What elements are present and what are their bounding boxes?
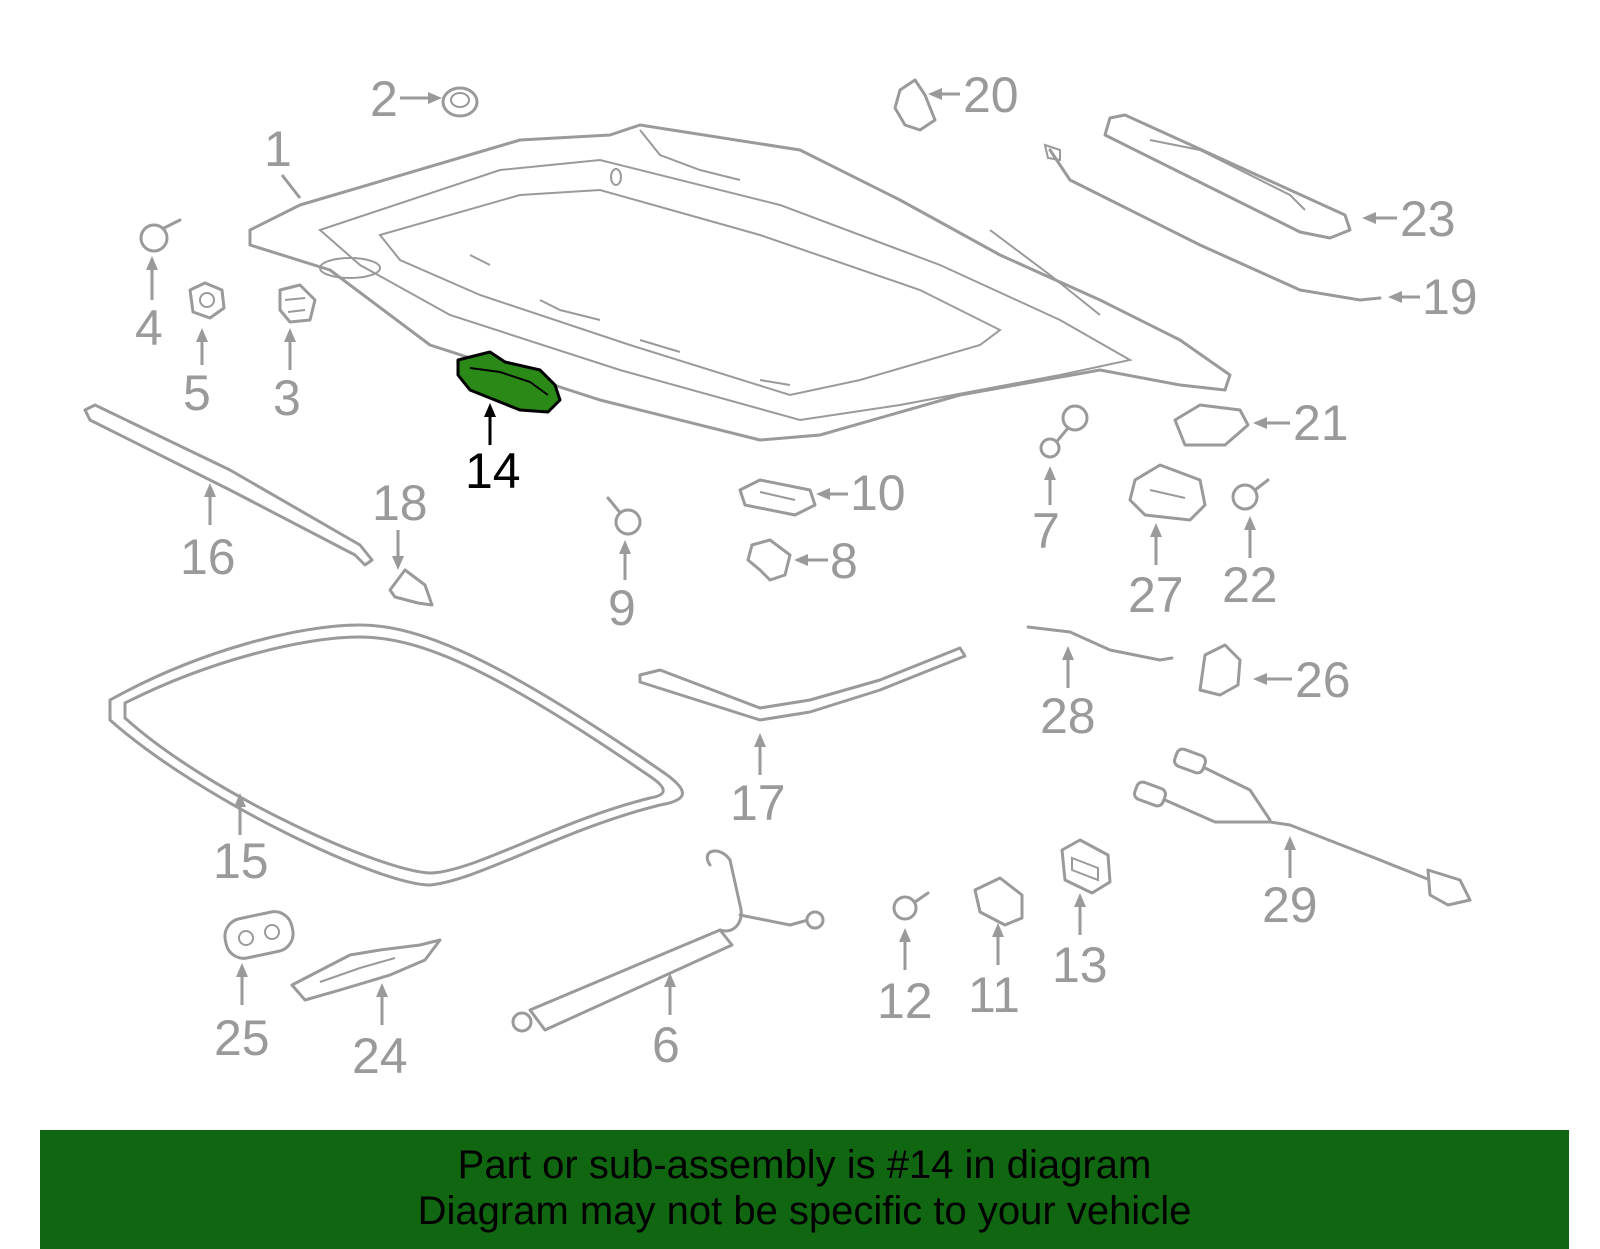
part-24-trim[interactable]: [290, 938, 442, 1002]
leader-1: [280, 174, 302, 199]
arrowhead-26: [1253, 673, 1267, 685]
callout-7: 7: [1032, 503, 1060, 559]
callout-10: 10: [850, 465, 906, 521]
callout-28: 28: [1040, 688, 1096, 744]
callout-1: 1: [264, 121, 292, 177]
part-29-harness[interactable]: [1133, 747, 1472, 907]
part-3-clip[interactable]: [278, 283, 317, 324]
callout-3: 3: [273, 370, 301, 426]
callout-16: 16: [180, 529, 236, 585]
callout-22: 22: [1222, 557, 1278, 613]
callout-29: 29: [1262, 877, 1318, 933]
part-23-spoiler[interactable]: [1103, 113, 1352, 240]
callout-2: 2: [370, 71, 398, 127]
callout-11: 11: [968, 967, 1020, 1023]
part-13-bumper[interactable]: [1060, 838, 1112, 895]
arrowhead-8: [794, 554, 808, 566]
arrowhead-27: [1150, 523, 1162, 537]
callout-24: 24: [352, 1028, 408, 1084]
arrowhead-18: [392, 556, 404, 570]
callout-9: 9: [608, 580, 636, 636]
arrowhead-19: [1388, 291, 1402, 303]
part-12-screw[interactable]: [892, 891, 930, 921]
callout-15: 15: [213, 833, 269, 889]
callout-18: 18: [372, 475, 428, 531]
arrowhead-2: [428, 92, 442, 104]
arrowhead-3: [284, 328, 296, 342]
callout-20: 20: [963, 67, 1019, 123]
arrowhead-25: [236, 963, 248, 977]
part-11-clip[interactable]: [973, 876, 1024, 927]
arrowhead-13: [1074, 893, 1086, 907]
part-28-cable[interactable]: [1026, 625, 1174, 662]
arrowhead-14: [484, 403, 496, 417]
callout-26: 26: [1295, 652, 1351, 708]
part-20-bracket[interactable]: [893, 78, 937, 132]
part-1-liftgate-panel[interactable]: [248, 123, 1232, 442]
arrowhead-10: [816, 488, 830, 500]
part-7-ball-stud[interactable]: [1039, 404, 1089, 459]
arrowhead-29: [1284, 836, 1296, 850]
part-25-grommet[interactable]: [222, 908, 297, 961]
arrowhead-23: [1362, 212, 1376, 224]
callout-4: 4: [135, 300, 163, 356]
arrowhead-11: [992, 923, 1004, 937]
arrowhead-16: [204, 483, 216, 497]
part-2-grommet[interactable]: [441, 86, 479, 118]
callout-12: 12: [877, 973, 933, 1029]
part-15-glass-seal[interactable]: [108, 623, 684, 887]
callout-8: 8: [830, 533, 858, 589]
callout-5: 5: [183, 365, 211, 421]
callout-14: 14: [465, 443, 521, 499]
part-19-wire[interactable]: [1043, 143, 1382, 302]
callout-25: 25: [214, 1010, 270, 1066]
part-17-molding[interactable]: [638, 646, 967, 722]
part-26-actuator[interactable]: [1198, 643, 1242, 697]
part-18-bracket[interactable]: [388, 568, 434, 607]
part-4-screw[interactable]: [139, 218, 182, 253]
arrowhead-4: [146, 256, 158, 270]
callout-27: 27: [1128, 567, 1184, 623]
callout-23: 23: [1400, 191, 1456, 247]
callout-6: 6: [652, 1017, 680, 1073]
part-5-nut[interactable]: [188, 281, 226, 320]
part-8-clip[interactable]: [746, 538, 792, 582]
arrowhead-24: [376, 983, 388, 997]
arrowhead-15: [234, 793, 246, 807]
part-6-strut[interactable]: [511, 849, 825, 1033]
part-27-latch[interactable]: [1128, 463, 1207, 522]
arrowhead-22: [1244, 516, 1256, 530]
info-banner: Part or sub-assembly is #14 in diagram D…: [40, 1130, 1569, 1249]
part-10-clip[interactable]: [738, 478, 817, 517]
arrowhead-9: [619, 540, 631, 554]
arrowhead-6: [664, 973, 676, 987]
arrowhead-21: [1253, 417, 1267, 429]
arrowhead-17: [754, 733, 766, 747]
arrowhead-12: [899, 928, 911, 942]
callout-21: 21: [1293, 395, 1349, 451]
part-22-bolt[interactable]: [1231, 478, 1270, 511]
callout-19: 19: [1422, 269, 1478, 325]
arrowhead-28: [1062, 646, 1074, 660]
callout-13: 13: [1052, 937, 1108, 993]
callout-17: 17: [730, 775, 786, 831]
part-14-handle[interactable]: [456, 350, 562, 414]
part-21-switch[interactable]: [1173, 403, 1250, 447]
arrowhead-7: [1044, 466, 1056, 480]
banner-line-1: Part or sub-assembly is #14 in diagram: [457, 1143, 1152, 1187]
banner-line-2: Diagram may not be specific to your vehi…: [417, 1189, 1192, 1233]
arrowhead-20: [928, 88, 942, 100]
arrowhead-5: [196, 328, 208, 342]
part-16-weatherstrip[interactable]: [83, 403, 374, 567]
part-9-screw[interactable]: [606, 496, 642, 536]
parts-diagram: 1 2 3 4 5 14 16 1: [83, 67, 1478, 1084]
